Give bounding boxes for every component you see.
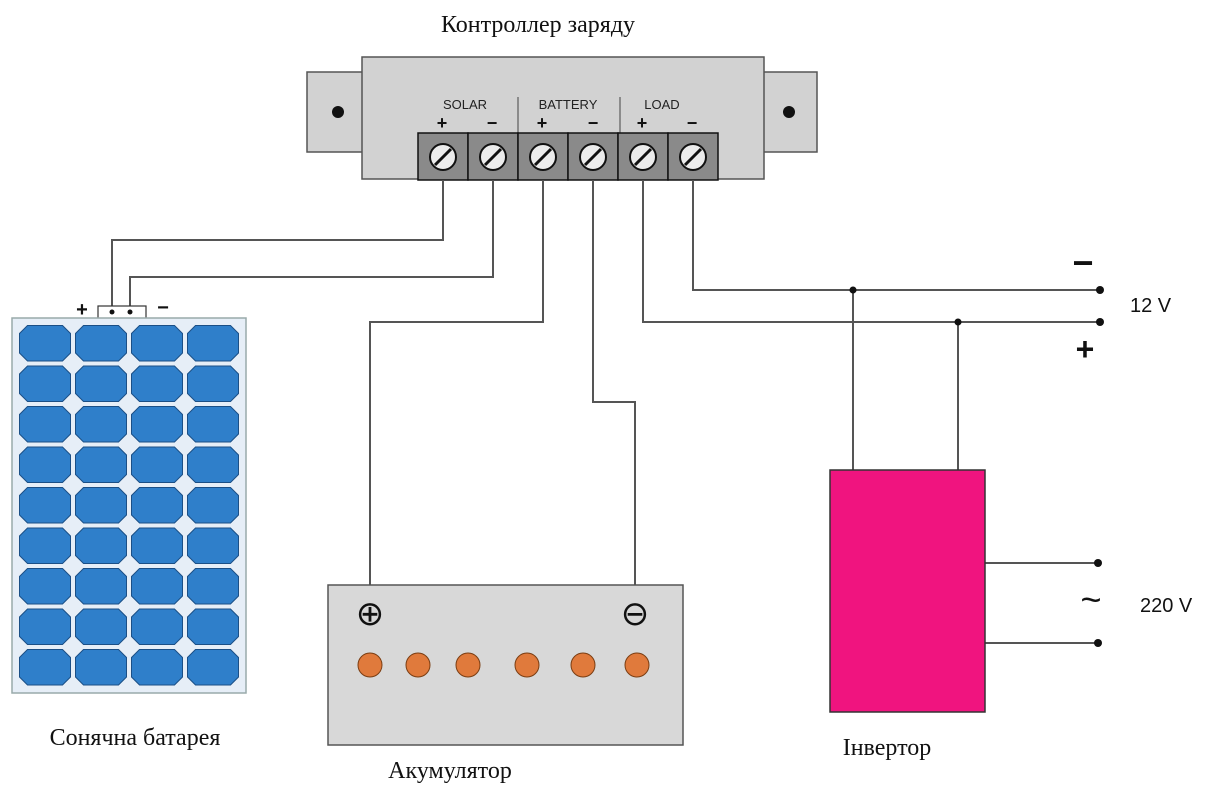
terminal-dot-ac-1	[1094, 559, 1102, 567]
terminal-screw-5	[629, 143, 657, 171]
solar-cell	[75, 446, 127, 483]
panel-cells	[19, 325, 239, 686]
solar-cell	[131, 487, 183, 524]
solar-cell	[187, 527, 239, 564]
solar-cell	[131, 568, 183, 605]
ac-tilde-symbol: ~	[1080, 579, 1101, 620]
junction-box-dot	[109, 309, 115, 315]
battery: ⊕ ⊖	[327, 584, 684, 746]
solar-cell	[19, 325, 71, 362]
solar-cell	[19, 608, 71, 645]
solar-panel-label: Сонячна батарея	[50, 725, 221, 751]
terminal-dot-dc-minus	[1096, 286, 1104, 294]
solar-plus-mark: +	[437, 113, 448, 133]
solar-cell	[75, 608, 127, 645]
junction-box-dot	[127, 309, 133, 315]
solar-cell	[19, 406, 71, 443]
solar-cell	[187, 649, 239, 686]
battery-label: Акумулятор	[388, 758, 512, 784]
label-battery: BATTERY	[539, 97, 598, 112]
panel-junction-box	[97, 305, 147, 320]
wire-solar-minus	[129, 180, 494, 308]
battery-minus-mark: −	[588, 113, 599, 133]
solar-cell	[187, 568, 239, 605]
charge-controller: SOLAR BATTERY LOAD + − + − + −	[306, 56, 818, 181]
battery-cap	[357, 652, 383, 678]
dc-voltage-label: 12 V	[1130, 295, 1172, 317]
load-minus-mark: −	[687, 113, 698, 133]
wire-load-minus	[692, 180, 1100, 291]
wire-battery-minus	[592, 180, 636, 598]
solar-cell	[75, 325, 127, 362]
solar-cell	[75, 649, 127, 686]
battery-body	[327, 584, 684, 746]
solar-cell	[187, 406, 239, 443]
inverter-body	[829, 469, 986, 713]
panel-plus-mark: +	[76, 299, 88, 321]
junction-dot	[954, 318, 962, 326]
terminal-screw-1	[429, 143, 457, 171]
battery-cap	[514, 652, 540, 678]
solar-cell	[75, 365, 127, 402]
junction-dot	[849, 286, 857, 294]
junction-dots	[849, 286, 1104, 647]
terminal-dot-dc-plus	[1096, 318, 1104, 326]
battery-cap	[455, 652, 481, 678]
solar-cell	[75, 568, 127, 605]
load-plus-mark: +	[637, 113, 648, 133]
wire-solar-plus	[111, 180, 444, 308]
solar-cell	[187, 487, 239, 524]
solar-cell	[75, 527, 127, 564]
battery-caps	[357, 652, 650, 678]
solar-cell	[131, 446, 183, 483]
controller-title: Контроллер заряду	[441, 12, 635, 38]
solar-cell	[187, 365, 239, 402]
dc-plus-label: +	[1076, 331, 1095, 367]
solar-cell	[19, 446, 71, 483]
solar-cell	[75, 406, 127, 443]
solar-cell	[19, 649, 71, 686]
terminal-dot-ac-2	[1094, 639, 1102, 647]
solar-cell	[131, 527, 183, 564]
panel-minus-mark: −	[157, 297, 169, 319]
wire-battery-plus	[369, 180, 544, 598]
terminal-screw-4	[579, 143, 607, 171]
solar-cell	[187, 446, 239, 483]
solar-cell	[131, 608, 183, 645]
solar-cell	[187, 608, 239, 645]
battery-cap	[570, 652, 596, 678]
dc-minus-label: −	[1072, 242, 1093, 283]
solar-cell	[19, 568, 71, 605]
solar-cell	[75, 487, 127, 524]
solar-cell	[131, 649, 183, 686]
terminal-screw-6	[679, 143, 707, 171]
solar-cell	[131, 365, 183, 402]
label-load: LOAD	[644, 97, 679, 112]
solar-cell	[131, 325, 183, 362]
solar-minus-mark: −	[487, 113, 498, 133]
terminal-screw-2	[479, 143, 507, 171]
solar-cell	[187, 325, 239, 362]
solar-cell	[19, 365, 71, 402]
ac-voltage-label: 220 V	[1140, 595, 1193, 617]
battery-cap	[624, 652, 650, 678]
terminal-block	[417, 132, 719, 181]
terminal-screw-3	[529, 143, 557, 171]
battery-cap	[405, 652, 431, 678]
wire-load-plus	[642, 180, 1100, 323]
battery-plus-symbol: ⊕	[356, 595, 385, 633]
battery-minus-symbol: ⊖	[621, 595, 650, 633]
wiring	[111, 180, 1100, 644]
solar-panel: + −	[11, 297, 247, 694]
solar-cell	[19, 487, 71, 524]
solar-cell	[19, 527, 71, 564]
battery-plus-mark: +	[537, 113, 548, 133]
inverter-label: Інвертор	[843, 735, 932, 761]
label-solar: SOLAR	[443, 97, 487, 112]
mount-hole-left	[332, 106, 344, 118]
solar-cell	[131, 406, 183, 443]
mount-hole-right	[783, 106, 795, 118]
